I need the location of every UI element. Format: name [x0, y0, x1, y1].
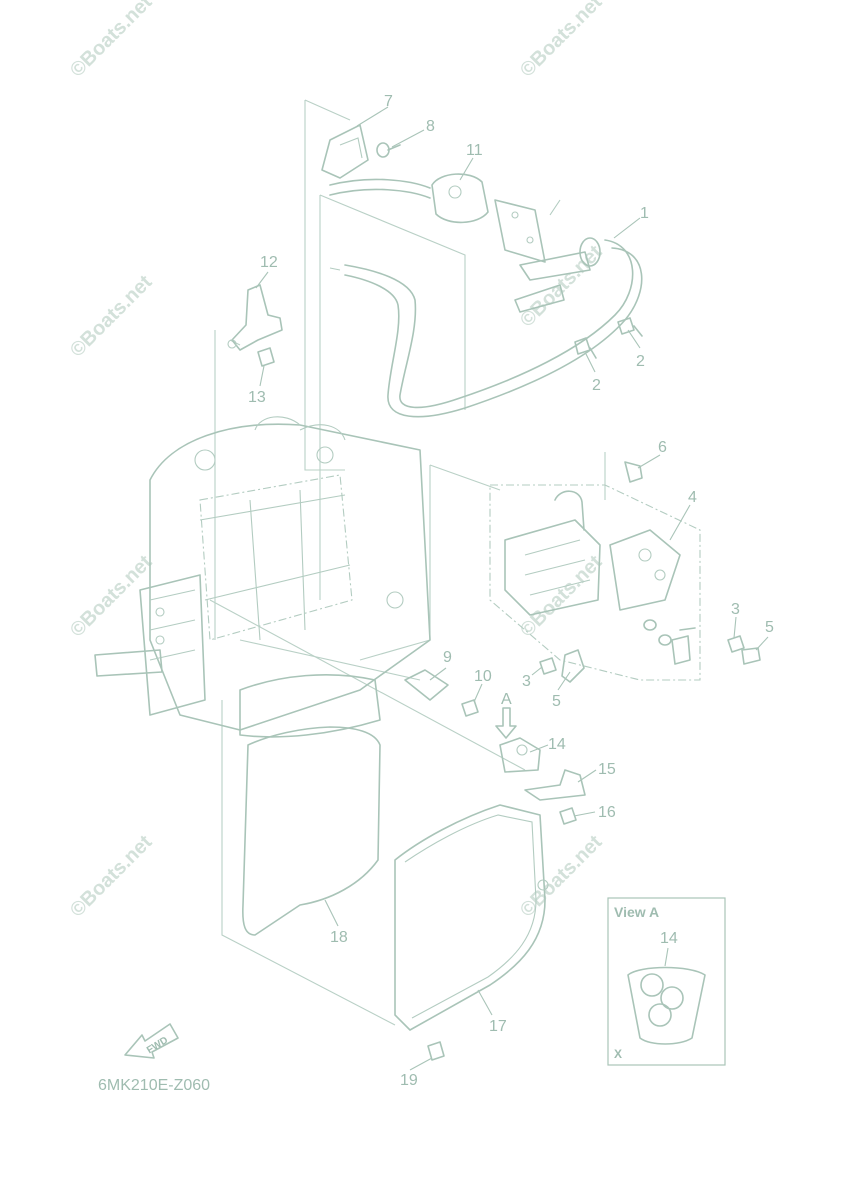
cover [394, 804, 549, 1061]
watermark: ©Boats.net [66, 831, 157, 922]
callout-17: 17 [489, 1018, 507, 1035]
callout-2: 2 [636, 353, 645, 370]
callout-16: 16 [598, 804, 616, 821]
diagram-code: 6MK210E-Z060 [98, 1077, 210, 1094]
callout-4: 4 [688, 489, 697, 506]
leader-lines [255, 106, 769, 1071]
callout-3: 3 [731, 601, 740, 618]
view-a-corner-label: X [614, 1047, 622, 1061]
watermark: ©Boats.net [66, 0, 157, 82]
callout-5: 5 [765, 619, 774, 636]
fwd-arrow-icon: FWD [124, 1023, 179, 1059]
watermark: ©Boats.net [516, 241, 607, 332]
callout-18: 18 [330, 929, 348, 946]
starter-relay [431, 173, 561, 263]
callout-9: 9 [443, 649, 452, 666]
callout-6: 6 [658, 439, 667, 456]
callout-15: 15 [598, 761, 616, 778]
cable-holder [321, 124, 401, 179]
view-a-inset: View A 14 X [607, 897, 726, 1066]
electrical-box [489, 461, 761, 683]
callout-5: 5 [552, 693, 561, 710]
callout-12: 12 [260, 254, 278, 271]
gasket [242, 726, 381, 936]
grommet-and-bracket [495, 707, 586, 825]
watermark: ©Boats.net [516, 831, 607, 922]
battery-cable [329, 178, 643, 418]
watermark: ©Boats.net [516, 551, 607, 642]
callout-1: 1 [640, 205, 649, 222]
view-a-title: View A [614, 904, 659, 920]
plate-bracket [227, 284, 283, 367]
view-a-part-number: 14 [660, 930, 678, 947]
callout-7: 7 [384, 93, 393, 110]
view-marker-a: A [501, 691, 512, 708]
callout-3: 3 [522, 673, 531, 690]
watermark: ©Boats.net [516, 0, 607, 82]
callout-13: 13 [248, 389, 266, 406]
callouts: 7 8 11 1 12 2 2 13 6 4 3 5 9 3 10 5 A 14… [248, 93, 774, 1089]
clamp-9 [404, 669, 479, 717]
callout-14: 14 [548, 736, 566, 753]
watermarks: ©Boats.net ©Boats.net ©Boats.net ©Boats.… [66, 0, 607, 922]
callout-8: 8 [426, 118, 435, 135]
callout-19: 19 [400, 1072, 418, 1089]
callout-2: 2 [592, 377, 601, 394]
callout-11: 11 [466, 142, 483, 159]
bolts-2 [574, 317, 643, 359]
callout-10: 10 [474, 668, 492, 685]
watermark: ©Boats.net [66, 271, 157, 362]
